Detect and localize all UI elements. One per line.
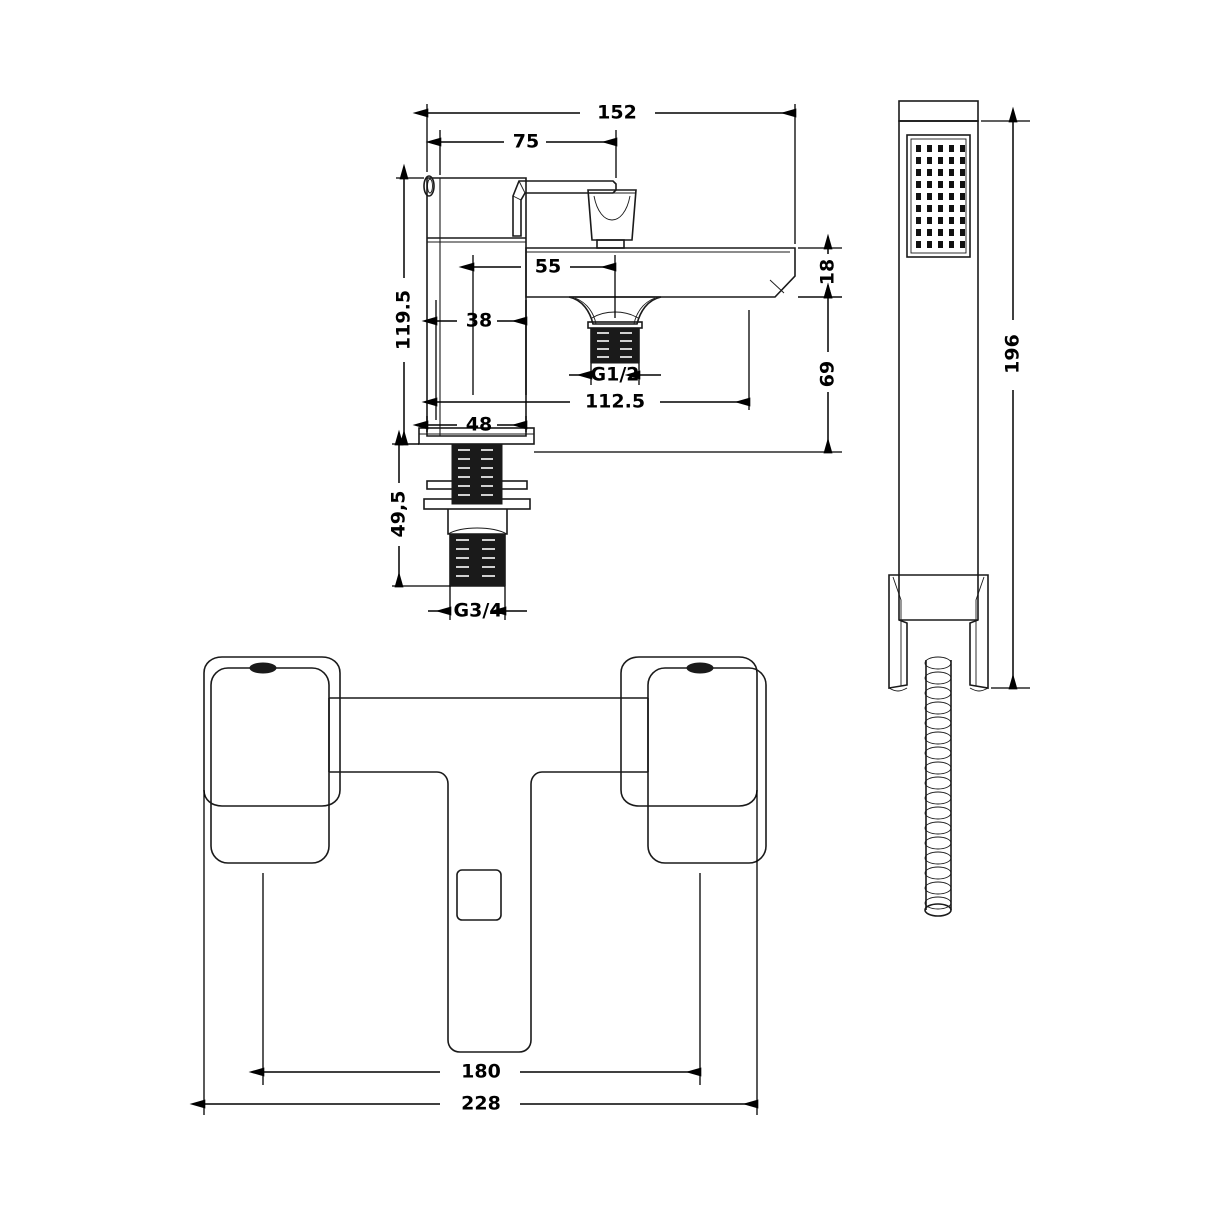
plan-body <box>328 697 649 1053</box>
washer-lower <box>423 498 531 510</box>
dimension-handle-centres: 180 <box>248 1061 702 1083</box>
plan-view: 180 228 <box>189 656 767 1115</box>
dimension-body-inner-width: 38 <box>421 300 528 395</box>
dimension-outlet-thread-label: G1/2 <box>591 364 640 386</box>
plan-handle-left <box>203 656 341 864</box>
mounting-tail <box>423 443 531 587</box>
dimension-spout-to-lever-label: 75 <box>513 131 539 153</box>
dimension-body-width-label: 48 <box>466 414 492 436</box>
dimension-overall-length: 152 <box>412 102 797 244</box>
washer-upper <box>426 480 528 490</box>
handshower-grip <box>888 574 989 692</box>
nozzle-grid <box>916 145 965 248</box>
dimension-handle-centres-label: 180 <box>461 1061 501 1083</box>
dimension-spout-outlet-offset: 55 <box>458 255 617 318</box>
dimension-spout-height: 69 <box>534 282 842 454</box>
dimension-spout-outlet-offset-label: 55 <box>535 256 561 278</box>
dimension-plan-overall-width-label: 228 <box>461 1093 501 1115</box>
dimension-body-width: 48 <box>412 414 528 436</box>
dimension-spout-thickness: 18 <box>798 233 842 299</box>
handshower-head <box>898 120 979 576</box>
handshower-cap <box>898 100 979 122</box>
shower-hose <box>924 656 952 917</box>
dimension-body-height-label: 119.5 <box>393 290 415 350</box>
spout-arm <box>525 247 796 298</box>
dimension-overall-length-label: 152 <box>597 102 637 124</box>
handshower-elevation-view: 196 <box>888 100 1030 917</box>
dimension-tail-thread: G3/4 <box>428 586 527 622</box>
tap-body <box>423 175 527 437</box>
dimension-tail-length: 49,5 <box>388 429 450 588</box>
dimension-handshower-length: 196 <box>981 106 1030 690</box>
plan-diverter <box>456 869 502 921</box>
diverter-knob <box>587 189 637 249</box>
dimension-spout-height-label: 69 <box>817 361 839 387</box>
spray-faceplate <box>906 134 971 258</box>
dimension-plan-overall-width: 228 <box>189 1093 759 1115</box>
side-elevation-view: 152 75 119.5 55 <box>388 102 842 622</box>
dimension-body-height: 119.5 <box>393 163 424 446</box>
dimension-outlet-distance-label: 112.5 <box>585 391 645 413</box>
dimension-handshower-length-label: 196 <box>1002 334 1024 374</box>
dimension-outlet-thread: G1/2 <box>569 363 661 386</box>
dimension-outlet-distance: 112.5 <box>421 310 751 420</box>
dimension-spout-to-lever: 75 <box>425 130 618 178</box>
spout-outlet <box>568 296 662 364</box>
dimension-tail-length-label: 49,5 <box>388 491 410 538</box>
plan-handle-right <box>620 656 767 864</box>
dimension-spout-thickness-label: 18 <box>817 259 839 285</box>
dimension-body-inner-width-label: 38 <box>466 310 492 332</box>
dimension-tail-thread-label: G3/4 <box>454 600 503 622</box>
index-button <box>423 175 435 197</box>
